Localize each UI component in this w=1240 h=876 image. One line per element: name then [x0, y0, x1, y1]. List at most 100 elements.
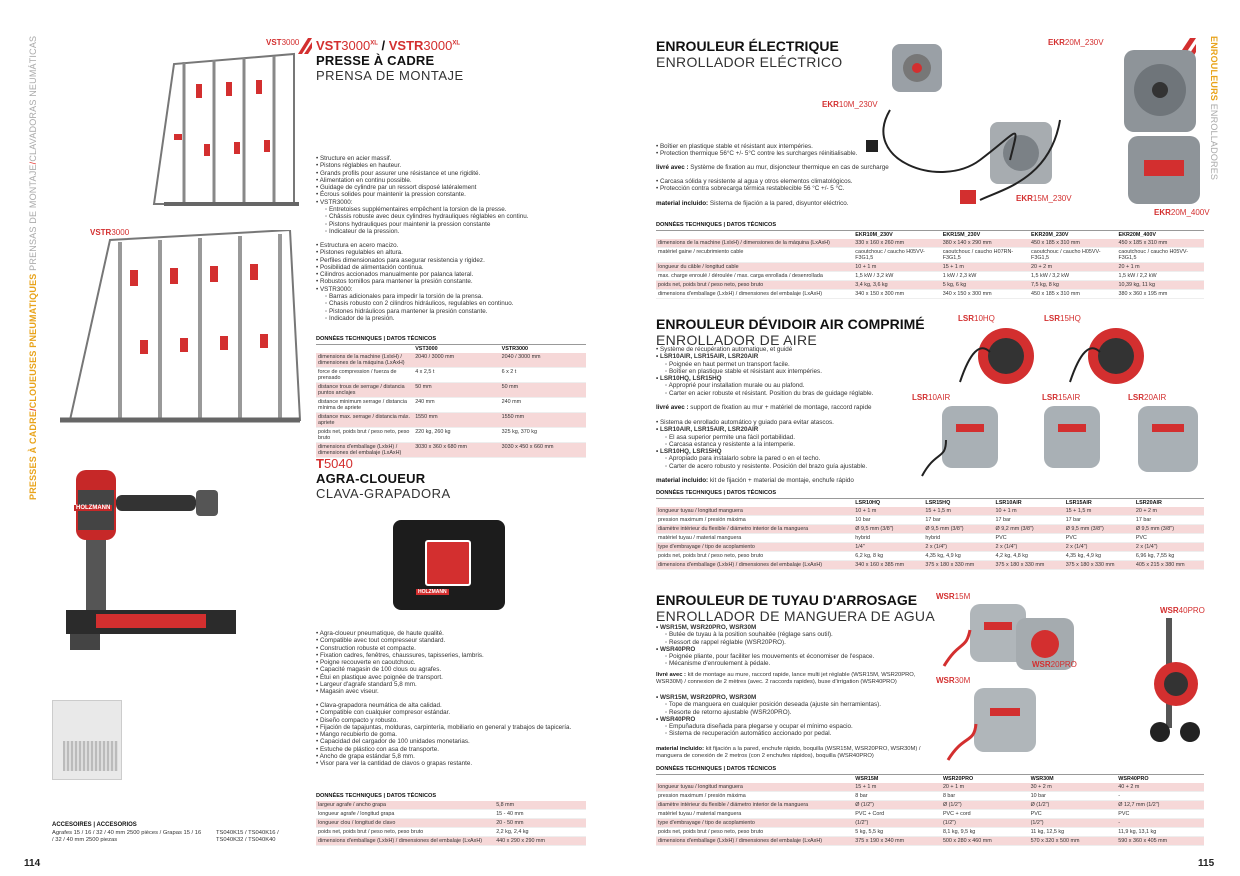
- table-cell: 5,8 mm: [494, 801, 586, 810]
- feature-item: Grands profils pour assurer une résistan…: [316, 170, 616, 177]
- wsr-heading: ENROULEUR DE TUYAU D'ARROSAGE ENROLLADOR…: [656, 592, 946, 624]
- lsr-delivered-fr: livré avec : support de fixation au mur …: [656, 404, 872, 411]
- table-row: diamètre intérieur du flexible / diámetr…: [656, 524, 1204, 534]
- table-cell: 1/4": [853, 542, 924, 552]
- lsr15air-label: LSR15AIR: [1042, 393, 1081, 402]
- feature-item: Protection thermique 56°C +/- 5°C contre…: [656, 150, 916, 157]
- ekr-delivered-fr: livré avec : Système de fixation au mur,…: [656, 164, 889, 171]
- feature-item: Approprié pour installation murale ou au…: [656, 382, 916, 389]
- t5040-case-image: [393, 520, 505, 610]
- table-row: poids net, poids brut / peso neto, peso …: [316, 827, 586, 837]
- t5040-heading: T5040 AGRA-CLOUEUR CLAVA-GRAPADORA: [316, 456, 606, 501]
- feature-item: Entretoises supplémentaires empêchent la…: [316, 206, 616, 213]
- feature-item: Construction robuste et compacte.: [316, 645, 606, 652]
- table-cell: 450 x 185 x 310 mm: [1116, 239, 1204, 248]
- wsr30m-image: [944, 684, 1044, 766]
- feature-item: Mécanisme d'enroulement à pédale.: [656, 660, 926, 667]
- feature-item: WSR15M, WSR20PRO, WSR30M: [656, 624, 926, 631]
- lsr10hq-image: [950, 322, 1040, 392]
- feature-item: Capacité magasin de 100 clous ou agrafes…: [316, 666, 606, 673]
- table-cell: poids net, poids brut / peso neto, peso …: [316, 827, 495, 837]
- table-row: dimensions d'emballage (LxlxH) / dimensi…: [656, 560, 1204, 570]
- table-cell: 340 x 150 x 300 mm: [853, 289, 941, 299]
- ekr20-400-label: EKR20M_400V: [1154, 208, 1210, 217]
- table-cell: 3030 x 450 x 660 mm: [499, 442, 586, 458]
- table-cell: dimensions de la machine (LxlxH) / dimen…: [316, 353, 414, 368]
- table-cell: 10,39 kg, 11 kg: [1116, 280, 1204, 290]
- table-cell: matériel gaine / recubrimiento cable: [656, 247, 854, 263]
- table-header-cell: LSR10HQ: [853, 498, 924, 507]
- table-cell: PVC: [993, 533, 1064, 543]
- table-row: matériel gaine / recubrimiento cable caou…: [656, 247, 1204, 263]
- table-cell: 3,4 kg, 3,6 kg: [853, 280, 941, 290]
- table-cell: 17 bar: [993, 515, 1064, 525]
- table-cell: caoutchouc / caucho H05VV-F3G1,5: [1029, 247, 1117, 263]
- table-cell: 500 x 280 x 460 mm: [940, 836, 1029, 846]
- feature-item: LSR10AIR, LSR15AIR, LSR20AIR: [656, 426, 916, 433]
- table-cell: 15 + 1 m: [853, 783, 941, 792]
- table-header-cell: WSR15M: [853, 774, 941, 783]
- table-header-cell: WSR30M: [1028, 774, 1117, 783]
- table-cell: 380 x 140 x 290 mm: [940, 239, 1030, 248]
- table-cell: 8 bar: [940, 791, 1029, 801]
- table-row: poids net, poids brut / peso neto, peso …: [656, 827, 1204, 837]
- feature-item: Carcasa estanca y resistente a la intemp…: [656, 441, 916, 448]
- table-cell: 4,35 kg, 4,9 kg: [923, 551, 994, 561]
- feature-item: Fijación de tapajuntas, molduras, carpin…: [316, 724, 606, 731]
- side-a: PRESSES À CADRE: [28, 410, 38, 500]
- table-cell: 220 kg, 260 kg: [413, 427, 500, 443]
- table-cell: dimensions de la machine (LxlxH) / dimen…: [656, 239, 854, 248]
- feature-item: Pistones regulables en altura.: [316, 249, 616, 256]
- page-number-right: 115: [1198, 858, 1215, 869]
- table-cell: 4,2 kg, 4,8 kg: [993, 551, 1064, 561]
- table-cell: longueur du câble / longitud cable: [656, 262, 854, 272]
- table-row: dimensions d'emballage (LxlxH) / dimensi…: [316, 442, 586, 458]
- table-cell: 330 x 160 x 260 mm: [853, 239, 941, 248]
- table-cell: 8 bar: [853, 791, 941, 801]
- table-header-cell: [316, 344, 414, 353]
- ekr-features-fr: Boîtier en plastique stable et résistant…: [656, 143, 916, 158]
- table-row: dimensions d'emballage (LxlxH) / dimensi…: [656, 289, 1204, 299]
- table-cell: 1,5 kW / 3,2 kW: [853, 271, 941, 281]
- lsr20air-label: LSR20AIR: [1128, 393, 1167, 402]
- table-cell: 1,5 kW / 3,2 kW: [1029, 271, 1117, 281]
- wsr-features-es: WSR15M, WSR20PRO, WSR30MTope de manguera…: [656, 694, 926, 738]
- table-cell: hybrid: [923, 533, 994, 543]
- feature-item: Resorte de retorno ajustable (WSR20PRO).: [656, 709, 926, 716]
- table-cell: Ø 9,2 mm (3/8"): [993, 524, 1064, 534]
- feature-item: Visor para ver la cantidad de clavos o g…: [316, 760, 606, 767]
- wsr15m-image: [940, 600, 1030, 670]
- feature-item: Chasis robusto con 2 cilindros hidráulic…: [316, 300, 616, 307]
- table-cell: 3030 x 360 x 680 mm: [413, 442, 500, 458]
- feature-item: Estuche de plástico con asa de transport…: [316, 746, 606, 753]
- table-cell: 375 x 180 x 330 mm: [1063, 560, 1134, 570]
- table-cell: 2040 / 3000 mm: [499, 353, 586, 368]
- table-cell: caoutchouc / caucho H05VV-F3G1,5: [1116, 247, 1204, 263]
- table-cell: 2040 / 3000 mm: [413, 353, 500, 368]
- lsr-features-es: Sistema de enrollado automático y guiado…: [656, 419, 916, 470]
- t5040-features-es: Clava-grapadora neumática de alta calida…: [316, 702, 606, 768]
- ekr20-400-image: [1124, 132, 1204, 208]
- feature-item: Ressort de rappel réglable (WSR20PRO).: [656, 639, 926, 646]
- table-cell: 450 x 185 x 310 mm: [1029, 239, 1117, 248]
- table-header-cell: WSR20PRO: [940, 774, 1029, 783]
- feature-item: Protección contra sobrecarga térmica res…: [656, 185, 916, 192]
- table-cell: 5 kg, 5,5 kg: [853, 827, 941, 837]
- feature-item: Sistema de enrollado automático y guiado…: [656, 419, 916, 426]
- feature-item: Indicador de la presión.: [316, 315, 616, 322]
- ekr20-230-image: [1120, 46, 1200, 138]
- wsr40pro-label: WSR40PRO: [1160, 606, 1205, 615]
- table-cell: PVC: [1116, 809, 1204, 819]
- table-cell: PVC: [1063, 533, 1134, 543]
- table-cell: 5 kg, 6 kg: [940, 280, 1030, 290]
- table-caption: DONNÉES TECHNIQUES | DATOS TÉCNICOS: [316, 336, 437, 342]
- table-cell: 4,35 kg, 4,9 kg: [1063, 551, 1134, 561]
- table-cell: poids net, poids brut / peso neto, peso …: [656, 551, 854, 561]
